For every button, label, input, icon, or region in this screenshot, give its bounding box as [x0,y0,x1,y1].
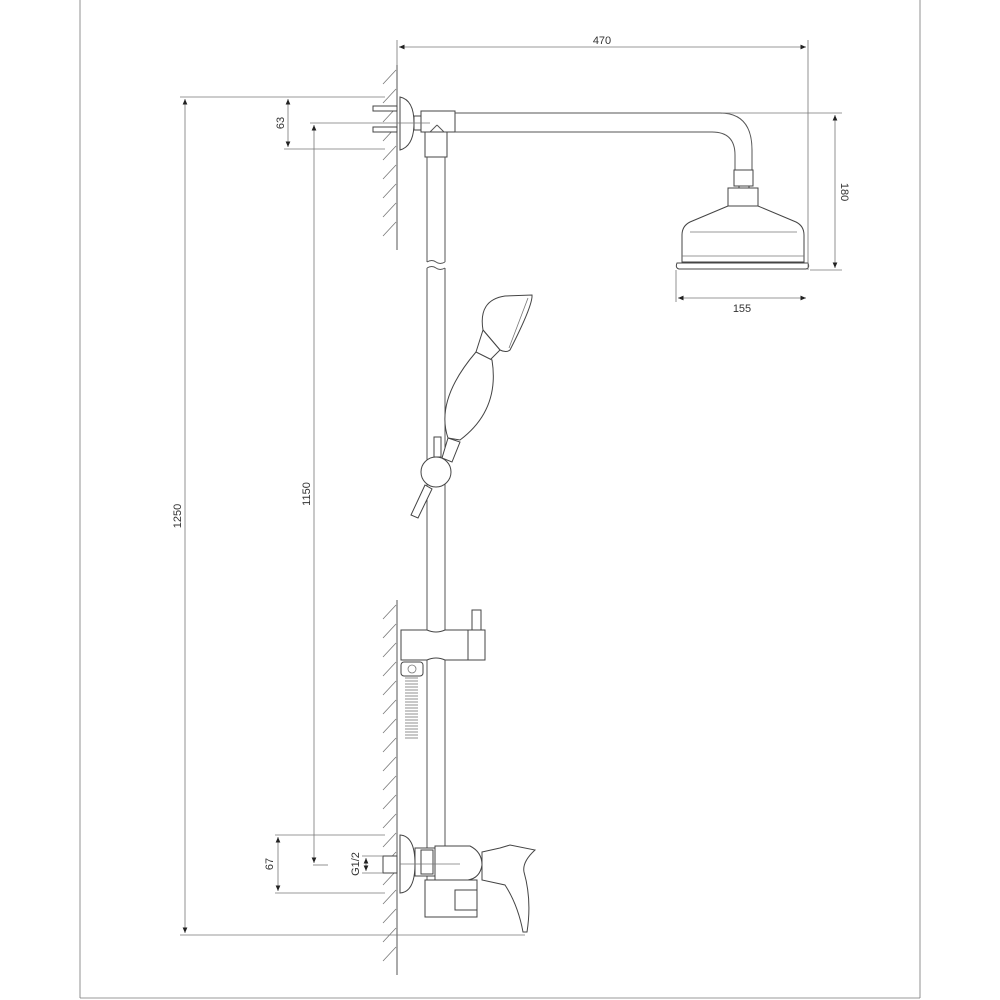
dimension-label-67: 67 [264,858,276,870]
shower-arm [455,112,754,192]
dimension-label-1150: 1150 [301,482,313,506]
dimension-label-155: 155 [733,303,751,315]
dimension-label-180: 180 [838,183,850,201]
dimension-1150: 1150 [301,122,430,866]
mixer-valve [382,834,537,933]
dimension-thread: G1/2 [350,852,383,876]
dimension-label-470: 470 [593,35,611,47]
dimension-67: 67 [264,834,385,894]
rain-shower-head [675,187,810,270]
slide-rail [426,157,446,915]
dimension-155: 155 [675,270,806,315]
page-frame [79,0,921,999]
dimension-label-1250: 1250 [172,504,184,528]
slider-bracket [400,609,486,739]
hand-shower [410,294,533,519]
wall-bottom [382,600,398,975]
dimension-180: 180 [722,112,850,271]
dimension-label-thread: G1/2 [350,852,362,876]
wall-bracket-top [372,96,456,158]
dimension-label-63: 63 [275,117,287,129]
dimension-63: 63 [275,99,385,150]
dimension-470: 470 [396,35,809,270]
dimension-1250: 1250 [172,96,525,936]
wall-top [382,65,398,250]
